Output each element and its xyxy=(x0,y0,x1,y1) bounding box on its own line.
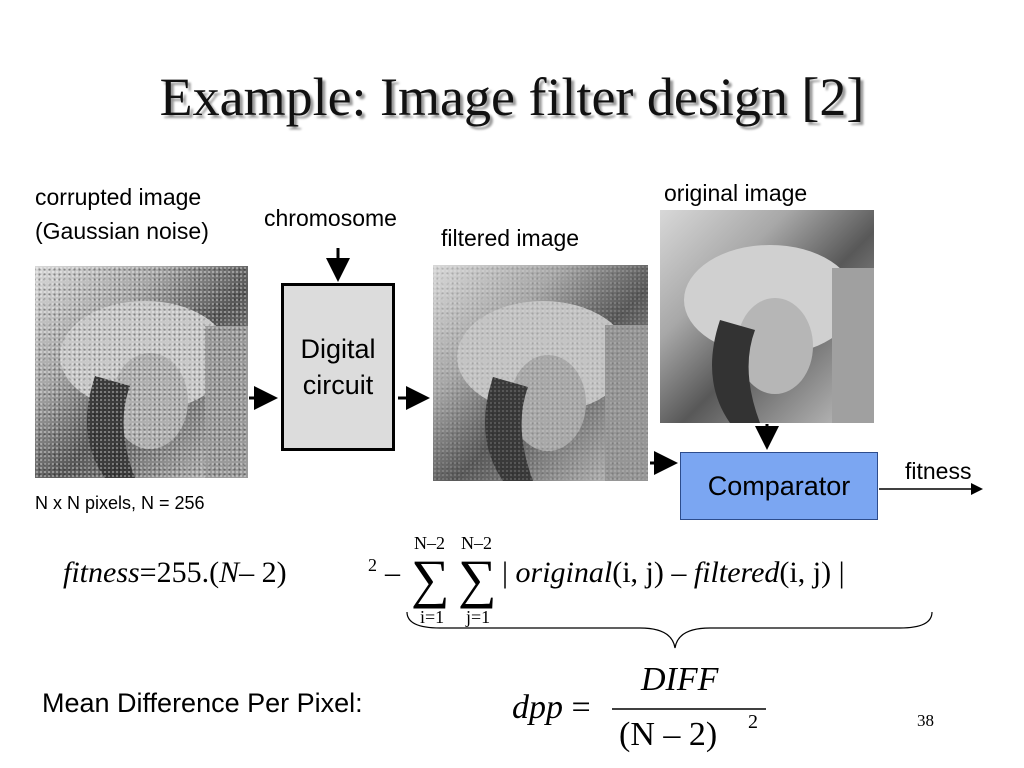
sum-j-symbol: ∑ xyxy=(458,549,497,609)
abs-open: | xyxy=(502,556,509,589)
dpp-lhs: dpp = xyxy=(512,689,591,727)
formula-n: N xyxy=(219,556,240,589)
sum-i-upper: N–2 xyxy=(414,533,445,553)
original-image-label: original image xyxy=(664,180,808,206)
sum-brace xyxy=(406,611,933,649)
circuit-label-line2: circuit xyxy=(302,370,374,400)
sum-i-lower: i=1 xyxy=(420,607,445,627)
formula-fitness: fitness xyxy=(63,556,140,589)
dpp-denominator: (N – 2) xyxy=(619,716,718,753)
dpp-numerator-text: DIFF xyxy=(641,661,719,698)
chromosome-label: chromosome xyxy=(264,205,397,231)
page-number: 38 xyxy=(917,711,934,730)
formula-minus: – xyxy=(385,556,400,589)
sum-j-upper: N–2 xyxy=(461,533,492,553)
filtered-image xyxy=(433,265,648,481)
formula-eq: = xyxy=(139,556,157,589)
pixels-note: N x N pixels, N = 256 xyxy=(35,493,205,513)
filtered-image-label: filtered image xyxy=(441,225,580,251)
slide-title: Example: Image filter design [2] xyxy=(159,67,865,127)
original-image xyxy=(660,210,874,423)
formula-filtered: filtered xyxy=(693,556,780,589)
sum-i-symbol: ∑ xyxy=(411,549,450,609)
fitness-formula-lhs: fitness=255.(N– 2) xyxy=(63,556,287,590)
circuit-label-line1: Digital xyxy=(300,334,376,364)
corrupted-image-label: corrupted image xyxy=(35,184,202,210)
dpp-symbol: dpp xyxy=(512,689,563,726)
corrupted-image xyxy=(35,266,248,478)
gaussian-noise-label: (Gaussian noise) xyxy=(35,218,209,244)
formula-args2: (i, j) xyxy=(779,556,832,589)
sum-j-lower: j=1 xyxy=(466,607,491,627)
formula-original: original xyxy=(515,556,613,589)
comparator-box: Comparator xyxy=(680,452,878,520)
formula-body-minus: – xyxy=(671,556,687,589)
digital-circuit-box: Digital circuit xyxy=(281,283,395,451)
formula-minus-two: – 2) xyxy=(239,556,287,589)
formula-const: 255.( xyxy=(156,556,220,589)
formula-exponent: 2 xyxy=(368,555,377,575)
abs-close: | xyxy=(838,556,845,589)
dpp-label: Mean Difference Per Pixel: xyxy=(42,688,363,718)
dpp-numerator: DIFF xyxy=(641,661,718,699)
fitness-formula-body: | original(i, j) – filtered(i, j) | xyxy=(502,556,845,590)
formula-args1: (i, j) xyxy=(612,556,664,589)
dpp-eq: = xyxy=(571,689,591,726)
fitness-label: fitness xyxy=(905,458,972,484)
dpp-exponent: 2 xyxy=(748,711,758,733)
